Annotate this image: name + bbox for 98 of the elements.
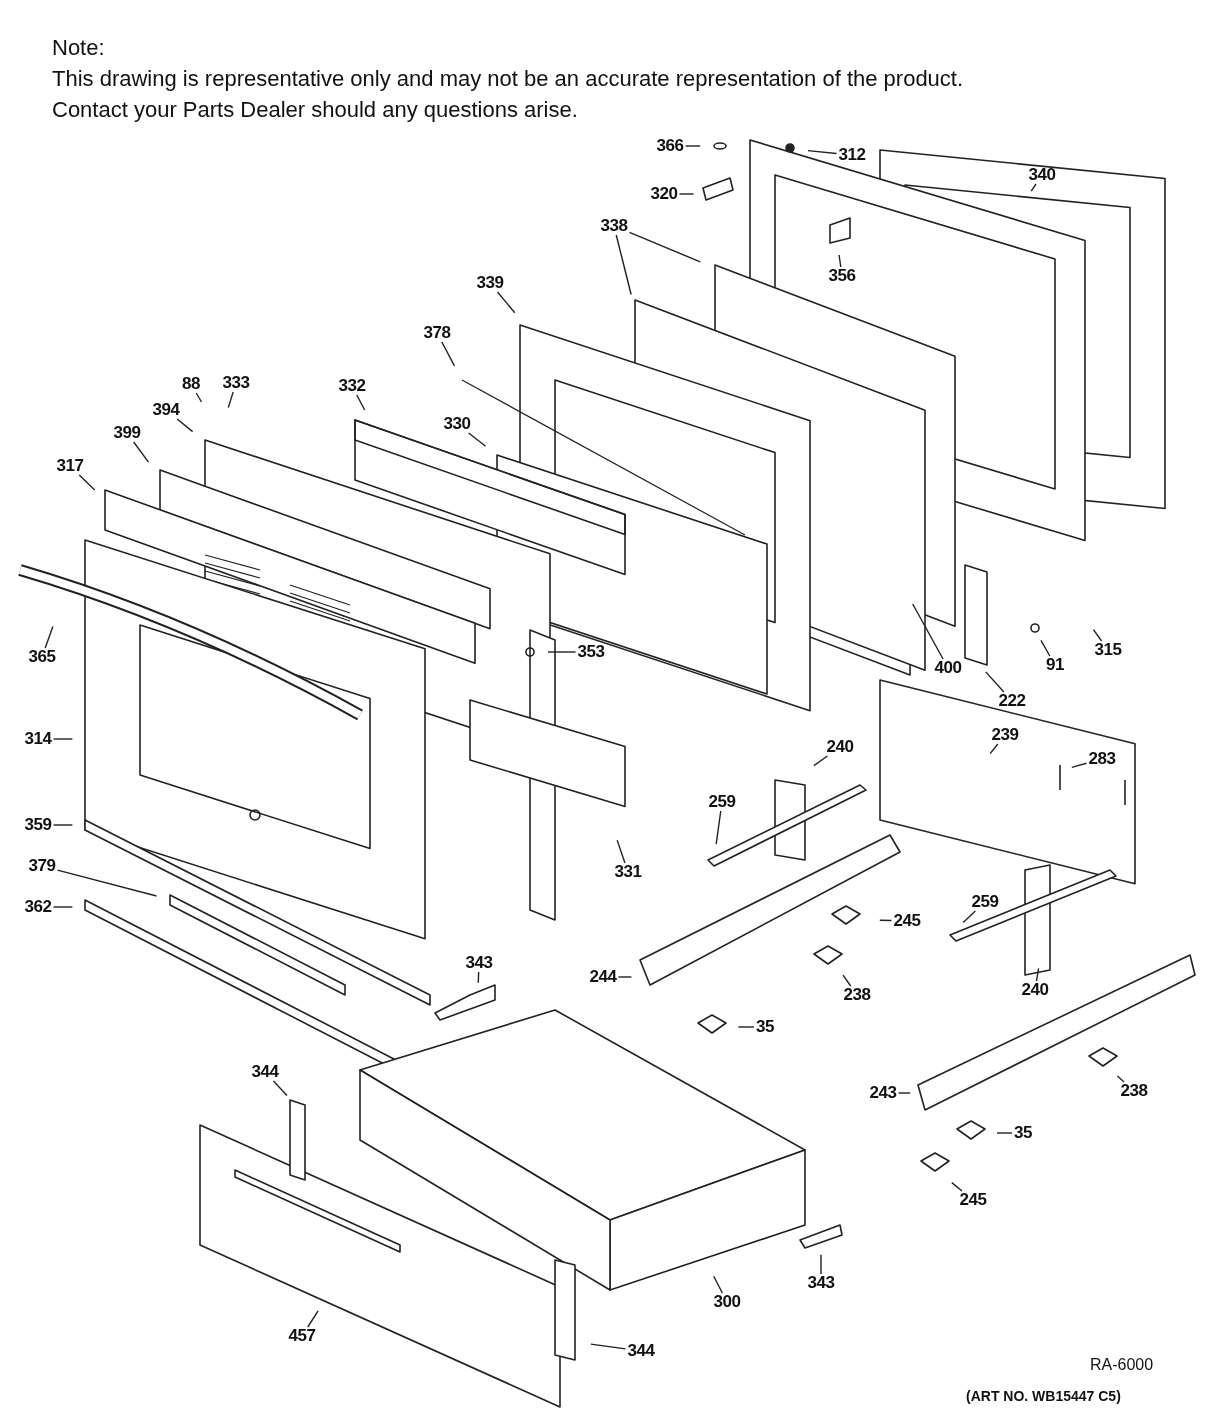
callout-number: 333 [222, 374, 250, 392]
callout-number: 88 [182, 375, 200, 393]
callout-number: 283 [1088, 750, 1116, 768]
callout-number: 245 [893, 912, 921, 930]
leader-line [807, 149, 838, 155]
callout-number: 359 [24, 816, 52, 834]
art-number: (ART NO. WB15447 C5) [966, 1387, 1121, 1406]
callout-number: 399 [113, 424, 141, 442]
callout-number: 400 [934, 659, 962, 677]
leader-line [496, 291, 516, 314]
leader-line [951, 1181, 963, 1192]
callout-number: 222 [998, 692, 1026, 710]
callout-number: 339 [476, 274, 504, 292]
leader-line [227, 391, 234, 409]
callout-number: 259 [971, 893, 999, 911]
callout-number: 243 [869, 1084, 897, 1102]
leader-line [52, 824, 74, 826]
leader-line [52, 906, 74, 908]
leader-line [1030, 183, 1037, 192]
leader-line [617, 976, 633, 978]
leader-line [678, 193, 695, 195]
callout-number: 365 [28, 648, 56, 666]
callout-number: 91 [1046, 656, 1064, 674]
leader-line [897, 1092, 911, 1094]
callout-number: 300 [713, 1293, 741, 1311]
leader-line [307, 1310, 319, 1328]
leader-line [477, 971, 480, 984]
callout-number: 353 [577, 643, 605, 661]
callout-number: 239 [991, 726, 1019, 744]
note-text: Contact your Parts Dealer should any questions arise. [52, 97, 578, 123]
callout-number: 245 [959, 1191, 987, 1209]
callout-number: 259 [708, 793, 736, 811]
leader-line [1071, 762, 1088, 768]
leader-line [615, 234, 632, 296]
callout-number: 343 [465, 954, 493, 972]
callout-number: 330 [443, 415, 471, 433]
leader-line [467, 432, 487, 447]
note-text: This drawing is representative only and may not be an accurate representation of the product. [52, 66, 964, 92]
callout-number: 344 [251, 1063, 279, 1081]
leader-line [1035, 967, 1040, 982]
leader-line [737, 1026, 755, 1028]
callout-number: 35 [1014, 1124, 1032, 1142]
leader-line [842, 974, 852, 987]
leader-line [879, 919, 893, 922]
callout-number: 312 [838, 146, 866, 164]
callout-number: 340 [1028, 166, 1056, 184]
leader-line [713, 1275, 724, 1294]
leader-line [628, 231, 701, 263]
callout-number: 331 [614, 863, 642, 881]
leader-line [715, 810, 722, 845]
callout-number: 344 [627, 1342, 655, 1360]
leader-line [547, 651, 577, 653]
leader-line [590, 1343, 627, 1350]
leader-line [272, 1080, 288, 1097]
leader-line [985, 671, 1005, 693]
leader-line [195, 392, 203, 403]
callout-number: 343 [807, 1274, 835, 1292]
callout-number: 320 [650, 185, 678, 203]
callout-number: 240 [1021, 981, 1049, 999]
leader-line [616, 839, 626, 864]
callout-number: 394 [152, 401, 180, 419]
callout-number: 332 [338, 377, 366, 395]
leader-line [132, 441, 150, 463]
leader-line [1040, 639, 1051, 657]
callout-number: 356 [828, 267, 856, 285]
callout-number: 366 [656, 137, 684, 155]
callout-number: 457 [288, 1327, 316, 1345]
leader-line [962, 910, 977, 924]
leader-line [176, 418, 194, 433]
leader-line [684, 145, 701, 147]
callout-number: 378 [423, 324, 451, 342]
callout-number: 240 [826, 738, 854, 756]
callout-number: 314 [24, 730, 52, 748]
leader-line [989, 743, 999, 755]
leader-line [838, 254, 842, 268]
callout-number: 238 [843, 986, 871, 1004]
callout-number: 238 [1120, 1082, 1148, 1100]
note-heading: Note: [52, 35, 105, 61]
leader-line [78, 474, 96, 491]
callout-number: 338 [600, 217, 628, 235]
callout-number: 244 [589, 968, 617, 986]
leader-line [1092, 628, 1103, 642]
callout-number: 35 [756, 1018, 774, 1036]
leader-line [356, 394, 366, 411]
leader-line [44, 625, 54, 649]
drawing-number: RA-6000 [1090, 1355, 1154, 1375]
callout-number: 315 [1094, 641, 1122, 659]
leader-line [52, 738, 74, 740]
callout-number: 317 [56, 457, 84, 475]
leader-line [56, 869, 158, 897]
callout-number: 362 [24, 898, 52, 916]
leader-line [820, 1254, 822, 1275]
leader-line [1116, 1075, 1125, 1083]
leader-line [996, 1132, 1013, 1134]
leader-line [441, 341, 456, 367]
leader-line [813, 755, 829, 767]
callout-number: 379 [28, 857, 56, 875]
leader-line [912, 603, 944, 660]
